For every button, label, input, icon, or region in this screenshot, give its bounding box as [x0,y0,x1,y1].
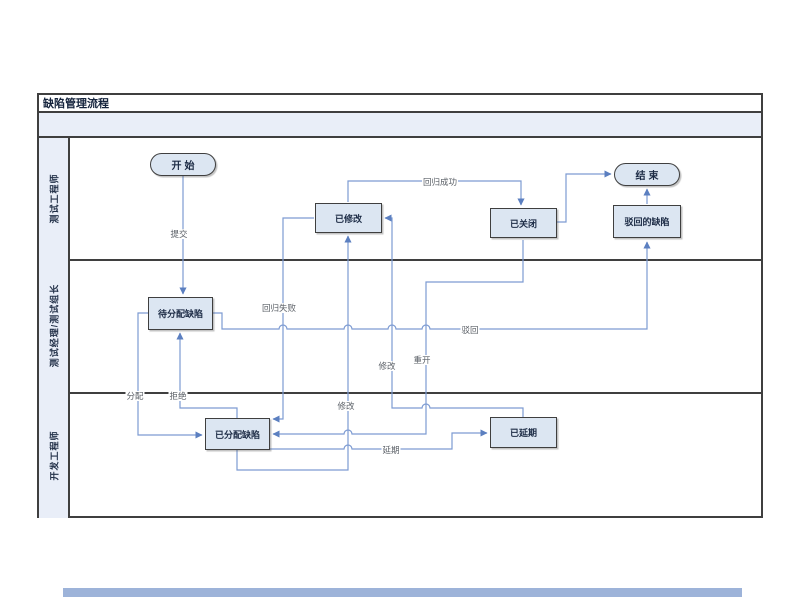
edge-label-submit: 提交 [169,229,189,239]
node-assigned: 已分配缺陷 [205,418,270,450]
lane-test-engineer: 测试工程师 [39,138,761,261]
node-rejected-defect: 驳回的缺陷 [613,205,681,238]
lane-dev-engineer: 开发工程师 [39,392,761,518]
header-band [39,113,761,138]
edge-label-postpone: 延期 [381,445,401,455]
node-to-assign: 待分配缺陷 [148,297,213,330]
edge-label-regression-fail: 回归失败 [260,303,298,313]
lane-label-text: 测试经理/测试组长 [49,283,60,368]
lane-label-cell: 测试经理/测试组长 [39,259,70,392]
lane-label-cell: 开发工程师 [39,392,70,518]
node-start: 开始 [150,153,216,176]
edge-label-modify-postponed: 修改 [377,361,397,371]
node-modified: 已修改 [315,203,382,233]
edge-label-regression-success: 回归成功 [421,177,459,187]
lane-label-cell: 测试工程师 [39,138,70,259]
edge-label-refuse: 拒绝 [168,391,188,401]
bottom-scroll-bar[interactable] [63,588,742,597]
edge-label-assign: 分配 [125,391,145,401]
node-end: 结束 [614,163,680,186]
diagram-title: 缺陷管理流程 [39,95,761,113]
node-closed: 已关闭 [490,208,557,238]
edge-label-reopen: 重开 [412,355,432,365]
node-postponed: 已延期 [490,417,557,448]
lane-label-text: 开发工程师 [49,429,60,481]
lane-label-text: 测试工程师 [49,173,60,224]
edge-label-reject: 驳回 [460,325,480,335]
edge-label-modify-assigned: 修改 [336,401,356,411]
